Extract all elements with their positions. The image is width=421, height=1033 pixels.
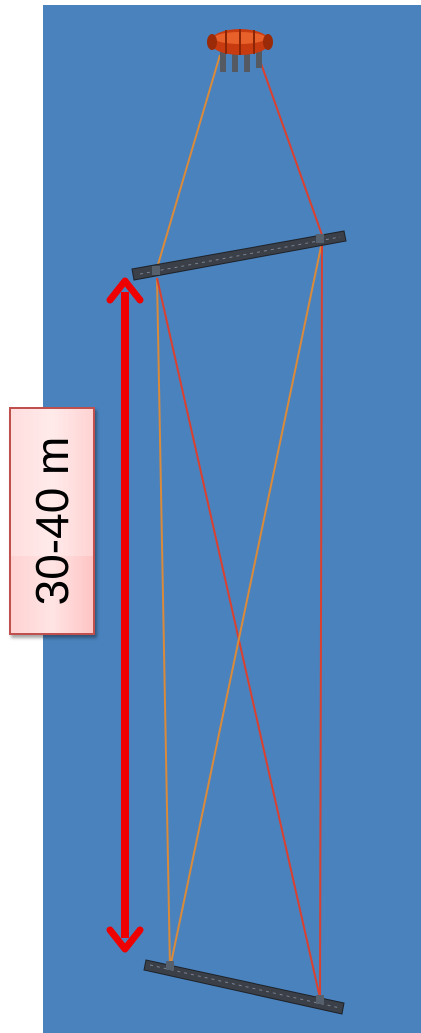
upper-spreader-beam-icon: [131, 230, 347, 281]
dimension-label-text: 30-40 m: [26, 436, 78, 606]
lower-spreader-beam-icon: [143, 959, 345, 1015]
dimension-arrow-icon: [106, 277, 144, 953]
top-sling-right: [257, 54, 323, 236]
label-gloss: [11, 409, 93, 556]
top-sling-left: [156, 54, 221, 269]
dimension-label-box: 30-40 m: [9, 407, 95, 635]
blue-background-panel: [43, 5, 421, 1033]
sling-left-vertical: [156, 277, 171, 969]
crane-hook-buoy-icon: [207, 29, 273, 72]
sling-cross-right-to-left: [169, 241, 323, 969]
sling-right-vertical: [319, 241, 323, 999]
